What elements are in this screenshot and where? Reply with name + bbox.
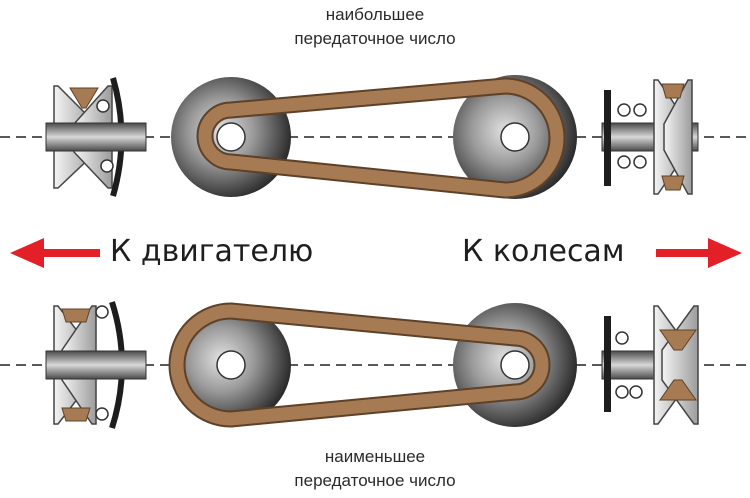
roller — [100, 159, 114, 173]
belt-section — [659, 329, 697, 351]
roller — [95, 407, 109, 421]
bottom-caption-line2: передаточное число — [294, 471, 456, 490]
belt — [170, 304, 549, 426]
direction-label-engine: К двигателю — [110, 234, 314, 269]
roller — [95, 305, 109, 319]
shaft — [45, 350, 147, 380]
belt-section — [61, 308, 91, 323]
top-assembly — [0, 75, 750, 199]
roller — [633, 103, 647, 117]
belt-section — [69, 87, 99, 109]
clutch-plate — [604, 316, 611, 412]
roller — [96, 99, 110, 113]
variator-cone — [663, 79, 693, 195]
roller — [615, 385, 629, 399]
belt — [198, 79, 564, 197]
left-arrow — [10, 238, 100, 268]
bottom-assembly — [0, 301, 750, 429]
belt-section — [61, 407, 91, 422]
pulley-hub — [216, 350, 246, 380]
belt-section — [661, 175, 685, 191]
roller — [615, 331, 629, 345]
right-arrow — [656, 238, 742, 268]
pulley-hub — [500, 122, 530, 152]
pulley-hub — [216, 122, 246, 152]
belt-section — [661, 83, 685, 99]
roller — [629, 385, 643, 399]
top-right-variator — [601, 79, 699, 195]
belt-section — [659, 379, 697, 401]
roller — [617, 155, 631, 169]
clutch-plate — [604, 90, 611, 186]
roller — [617, 103, 631, 117]
direction-label-wheels: К колесам — [462, 234, 625, 269]
top-caption-line2: передаточное число — [294, 29, 456, 48]
shaft — [45, 122, 147, 152]
bottom-caption-line1: наименьшее — [324, 447, 426, 466]
bottom-right-variator — [601, 305, 699, 425]
bottom-left-variator — [45, 301, 147, 429]
top-caption-line1: наибольшее — [325, 5, 425, 24]
pulley-hub — [500, 350, 530, 380]
top-left-variator — [45, 77, 147, 197]
roller — [633, 155, 647, 169]
